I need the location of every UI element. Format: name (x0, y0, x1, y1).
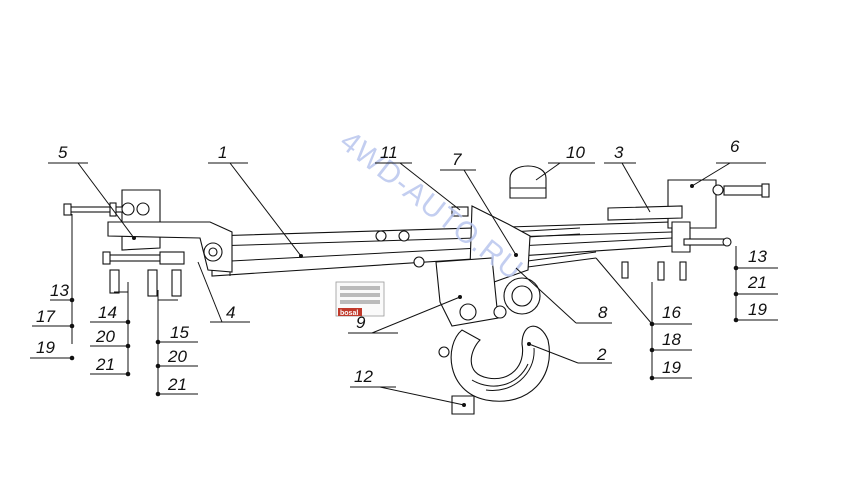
callout-9: 9 (356, 313, 366, 332)
callout-2: 2 (596, 345, 607, 364)
callout-left-b-2: 20 (95, 327, 115, 346)
callout-left-a-1: 13 (50, 281, 69, 300)
callout-12: 12 (354, 367, 373, 386)
right-bracket-part (607, 179, 770, 281)
callout-left-c-3: 21 (167, 375, 187, 394)
callout-right-a-3: 19 (748, 300, 767, 319)
callout-4: 4 (226, 303, 235, 322)
plate-brand-text: bosal (340, 310, 358, 317)
callout-left-a-2: 17 (36, 307, 55, 326)
callout-right-a-1: 13 (748, 247, 767, 266)
callout-8: 8 (598, 303, 608, 322)
callout-right-b-2: 18 (662, 330, 681, 349)
callout-left-a-3: 19 (36, 338, 55, 357)
callout-labels: 1 2 3 4 5 6 7 8 9 10 11 12 13 17 19 14 2… (36, 137, 767, 394)
callout-6: 6 (730, 137, 740, 156)
callout-3: 3 (614, 143, 624, 162)
callout-7: 7 (452, 150, 462, 169)
callout-left-c-1: 15 (170, 323, 189, 342)
left-bracket-part (63, 189, 233, 297)
callout-left-c-2: 20 (167, 347, 187, 366)
callout-10: 10 (566, 143, 585, 162)
callout-1: 1 (218, 143, 227, 162)
leader-lines (30, 162, 778, 406)
tow-hook-part (438, 325, 550, 402)
tow-block-part (435, 205, 541, 327)
callout-right-b-1: 16 (662, 303, 681, 322)
label-plate-part: bosal (335, 281, 385, 317)
cap-part (509, 165, 547, 199)
callout-5: 5 (58, 143, 68, 162)
bosal-logo-badge (338, 308, 362, 316)
callout-11: 11 (380, 143, 398, 162)
callout-right-a-2: 21 (747, 273, 767, 292)
callout-right-b-3: 19 (662, 358, 681, 377)
callout-left-b-3: 21 (95, 355, 115, 374)
callout-left-b-1: 14 (98, 303, 117, 322)
